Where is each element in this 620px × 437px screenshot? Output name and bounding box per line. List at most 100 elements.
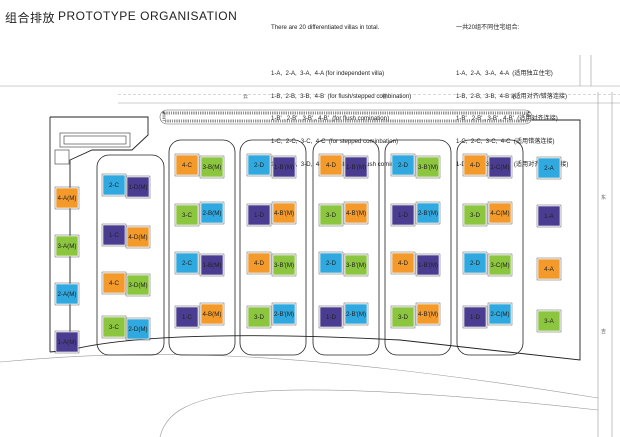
block-outline <box>239 139 307 356</box>
villa-fill <box>319 154 343 176</box>
villa-unit: 4-D <box>318 153 344 177</box>
villa-unit: 3-A <box>536 309 562 333</box>
villa-outline <box>462 251 488 275</box>
villa-label: 2-D <box>470 260 481 267</box>
villa-label: 1-B'(M) <box>346 164 366 171</box>
villa-unit: 4-C <box>174 153 200 177</box>
villa-fill <box>272 202 296 224</box>
villa-outline <box>174 203 200 227</box>
villa-outline <box>343 253 369 277</box>
entrance-building-outline <box>59 132 131 148</box>
villa-label: 1-A <box>544 213 555 220</box>
villa-outline <box>487 155 513 179</box>
villa-unit: 3-B'(M) <box>343 253 369 277</box>
villa-fill <box>200 156 224 178</box>
villa-label: 3-A(M) <box>58 243 77 250</box>
villa-fill <box>175 154 199 176</box>
villa-label: 3-A <box>544 318 555 325</box>
block-outline <box>96 154 165 356</box>
villa-label: 2-B'(M) <box>418 210 438 217</box>
villa-outline <box>271 253 297 277</box>
villa-label: 1-B(M) <box>203 262 222 269</box>
villa-label: 3-B'(M) <box>274 262 294 269</box>
villa-outline <box>343 302 369 326</box>
villa-outline <box>318 153 344 177</box>
villa-label: 1-A(M) <box>58 339 77 346</box>
villa-unit: 2-A(M) <box>54 282 80 306</box>
villa-outline <box>246 251 272 275</box>
villa-fill <box>247 306 271 328</box>
villa-unit: 1-A <box>536 204 562 228</box>
villa-label: 3-B(M) <box>203 164 222 171</box>
villa-unit: 4-B'(M) <box>343 201 369 225</box>
villa-unit: 2-B'(M) <box>343 302 369 326</box>
villa-label: 4-D <box>470 162 481 169</box>
legend-heading: There are 20 differentiated villas in to… <box>271 24 380 32</box>
villa-fill <box>463 154 487 176</box>
villa-unit: 2-D <box>462 251 488 275</box>
villa-label: 3-D <box>254 314 265 321</box>
block-outline <box>312 139 380 356</box>
villa-unit: 3-B'(M) <box>415 155 441 179</box>
villa-fill <box>126 274 150 296</box>
villa-fill <box>416 202 440 224</box>
villa-label: 3-B'(M) <box>346 262 366 269</box>
villa-outline <box>487 253 513 277</box>
villa-outline <box>343 155 369 179</box>
villa-outline <box>125 273 151 297</box>
villa-label: 1-D <box>254 212 265 219</box>
villa-outline <box>271 201 297 225</box>
villa-outline <box>415 155 441 179</box>
villa-outline <box>487 302 513 326</box>
villa-fill <box>102 316 126 338</box>
villa-outline <box>462 203 488 227</box>
villa-fill <box>416 303 440 325</box>
villa-fill <box>55 283 79 305</box>
villa-unit: 4-B'(M) <box>415 302 441 326</box>
villa-unit: 3-B(M) <box>199 155 225 179</box>
villa-unit: 3-D <box>390 305 416 329</box>
villa-outline <box>246 305 272 329</box>
villa-unit: 1-D <box>318 305 344 329</box>
road-name-char: 云 <box>243 94 248 100</box>
villa-label: 4-D <box>326 162 337 169</box>
villa-label: 4-C <box>109 280 120 287</box>
villa-fill <box>344 156 368 178</box>
villa-label: 1-C <box>109 232 120 239</box>
villa-fill <box>537 205 561 227</box>
villa-unit: 3-D <box>462 203 488 227</box>
title-english: PROTOTYPE ORGANISATION <box>58 9 238 23</box>
legend-heading: 一共20组不同住宅组合: <box>456 24 520 32</box>
villa-unit: 4-A <box>536 257 562 281</box>
villa-outline <box>174 251 200 275</box>
villa-outline <box>199 201 225 225</box>
villa-label: 2-D <box>398 162 409 169</box>
title-chinese: 组合排放 <box>5 11 56 25</box>
villa-fill <box>391 306 415 328</box>
villa-fill <box>488 303 512 325</box>
villa-fill <box>175 204 199 226</box>
villa-label: 2-A(M) <box>58 291 77 298</box>
villa-label: 1-B'(M) <box>418 262 438 269</box>
villa-unit: 2-D <box>246 153 272 177</box>
villa-unit: 2-D <box>390 153 416 177</box>
villa-outline <box>415 253 441 277</box>
villa-label: 2-C(M) <box>490 311 509 318</box>
villa-outline <box>125 317 151 341</box>
villa-label: 4-B'(M) <box>418 311 438 318</box>
entrance-building <box>54 132 131 165</box>
villa-fill <box>102 174 126 196</box>
villa-unit: 3-A(M) <box>54 234 80 258</box>
villa-unit: 2-B'(M) <box>415 201 441 225</box>
villa-fill <box>319 252 343 274</box>
villa-unit: 1-C(M) <box>487 155 513 179</box>
villa-label: 3-D(M) <box>128 282 147 289</box>
villa-fill <box>247 252 271 274</box>
villa-outline <box>199 302 225 326</box>
villa-label: 2-D <box>254 162 265 169</box>
villa-fill <box>175 306 199 328</box>
villa-fill <box>488 156 512 178</box>
villa-label: 1-C <box>182 314 193 321</box>
villa-fill <box>55 331 79 353</box>
